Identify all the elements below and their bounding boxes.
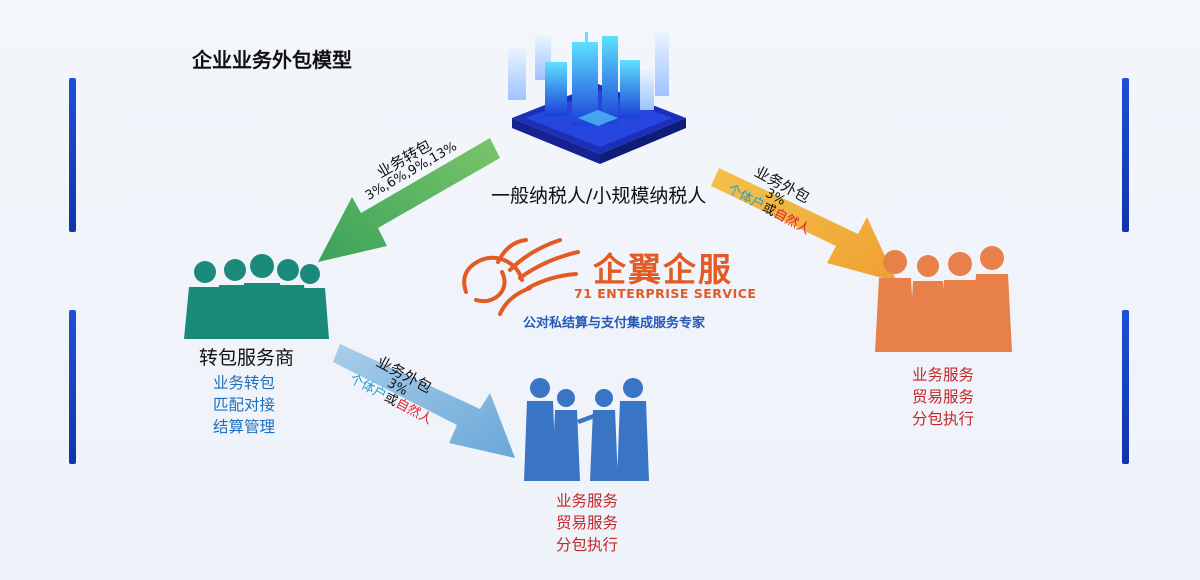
brand-tagline: 公对私结算与支付集成服务专家 — [523, 316, 706, 331]
bottom-node-sub: 业务服务 贸易服务 分包执行 — [556, 490, 618, 556]
bottom-node-sub-2: 贸易服务 — [556, 514, 619, 532]
left-node-sub-3: 结算管理 — [213, 418, 276, 436]
left-node-label: 转包服务商 — [199, 347, 295, 369]
left-node-sub-2: 匹配对接 — [213, 396, 276, 414]
diagram-title: 企业业务外包模型 — [192, 48, 352, 72]
side-bar-top-left — [69, 78, 76, 232]
brand-name-cn: 企翼企服 — [593, 250, 733, 289]
right-node-sub-1: 业务服务 — [912, 366, 975, 384]
brand-logo-icon — [462, 238, 580, 316]
side-bar-top-right — [1122, 78, 1129, 232]
top-node-label: 一般纳税人/小规模纳税人 — [491, 185, 707, 207]
city-buildings-icon — [508, 32, 686, 164]
people-group-teal — [184, 254, 329, 339]
left-node-sub-1: 业务转包 — [213, 374, 276, 392]
right-node-sub-3: 分包执行 — [912, 410, 975, 428]
arrow-top-to-left — [318, 138, 500, 262]
bottom-node-sub-1: 业务服务 — [556, 492, 619, 510]
bottom-node-sub-3: 分包执行 — [556, 536, 619, 554]
side-bar-bottom-left — [69, 310, 76, 464]
side-bar-bottom-right — [1122, 310, 1129, 464]
people-group-blue — [524, 378, 649, 481]
right-node-sub-2: 贸易服务 — [912, 388, 975, 406]
right-node-sub: 业务服务 贸易服务 分包执行 — [912, 364, 974, 430]
brand-name-en: 71 ENTERPRISE SERVICE — [574, 286, 757, 301]
arrow-left-to-bottom — [333, 344, 515, 458]
people-group-orange — [875, 246, 1012, 352]
left-node-sub: 业务转包 匹配对接 结算管理 — [213, 372, 275, 438]
arrow-top-to-right — [711, 168, 897, 282]
